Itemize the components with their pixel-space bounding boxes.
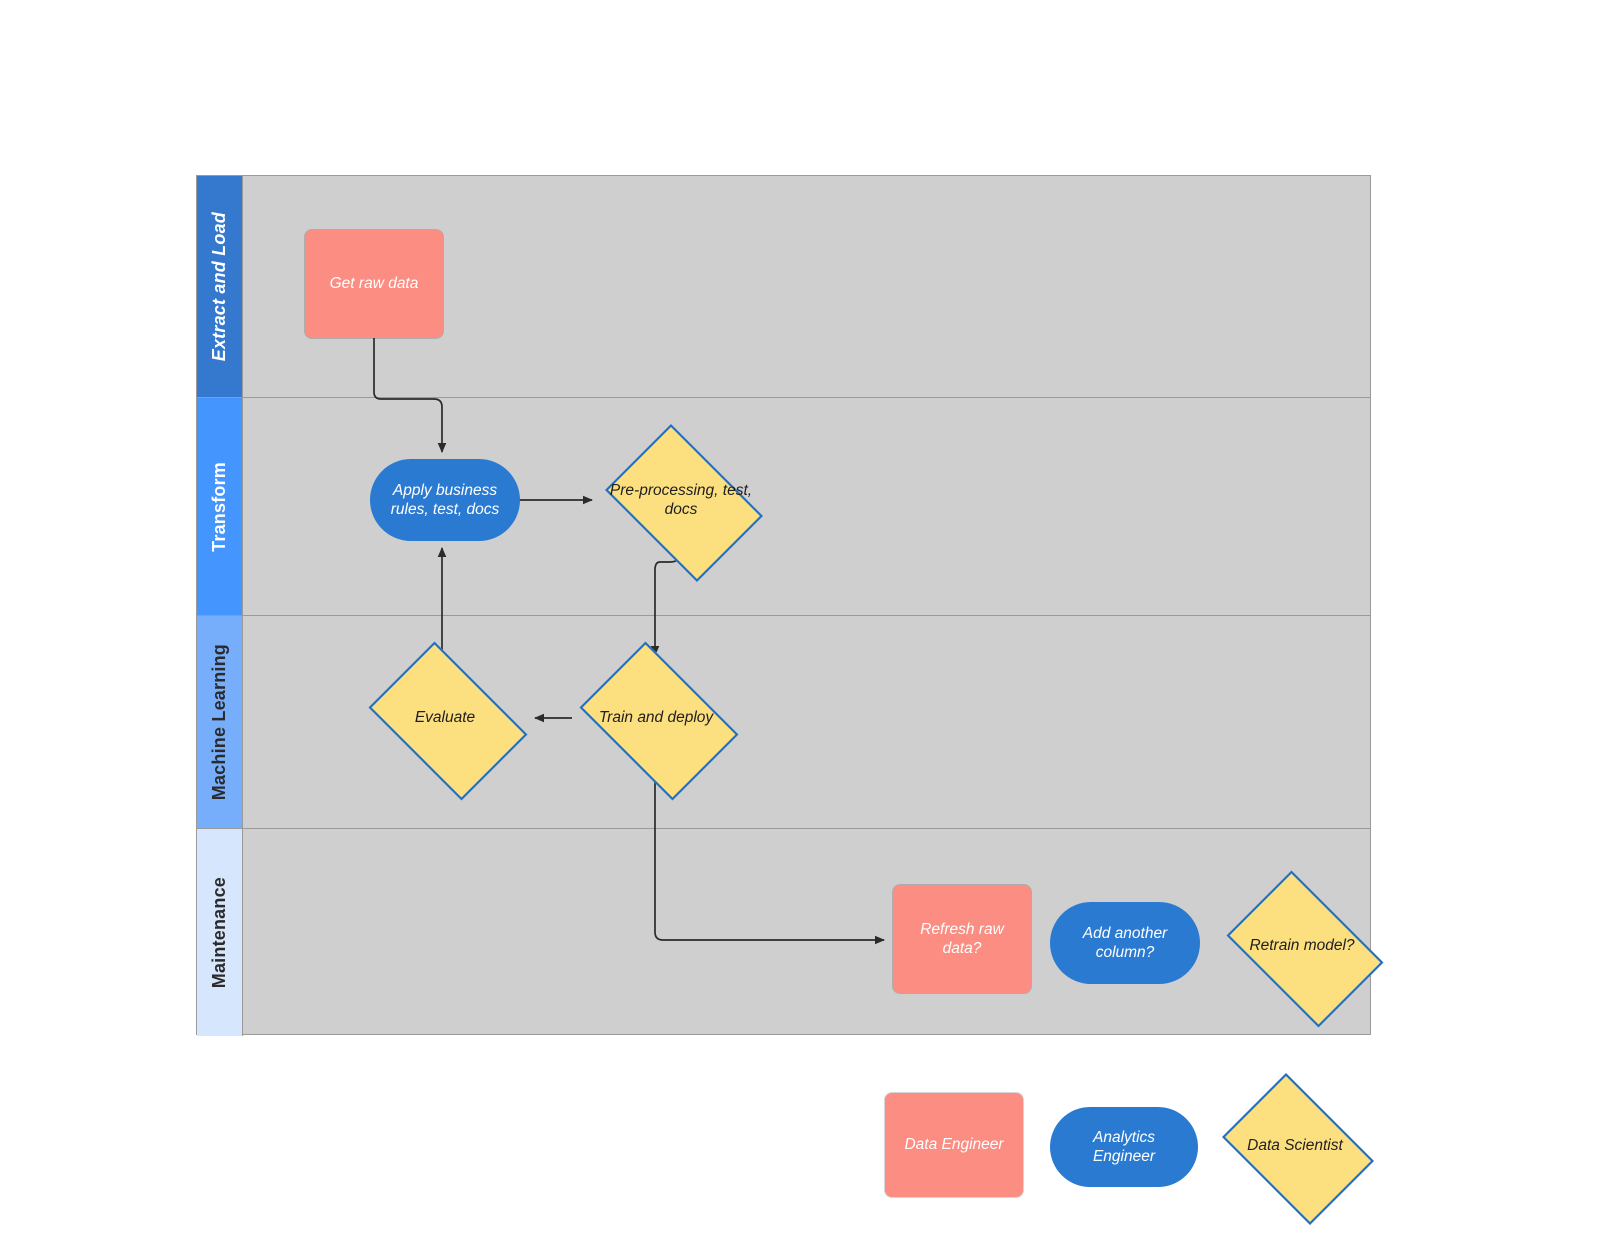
lane-header-maintenance[interactable]: Maintenance [197,829,243,1036]
node-label-get-raw-data: Get raw data [329,275,419,293]
node-refresh-raw-data[interactable]: Refresh raw data? [893,885,1031,993]
node-retrain-model[interactable]: Retrain model? [1213,870,1391,1028]
lane-label-extract-and-load: Extract and Load [209,211,229,362]
node-apply-rules[interactable]: Apply business rules, test, docs [370,459,520,541]
lane-label-maintenance: Maintenance [209,876,229,989]
legend: Data Engineer Analytics Engineer Data Sc… [880,1073,1380,1225]
node-label-apply-rules: Apply business rules, test, docs [390,481,500,518]
node-label-add-another-column: Add another column? [1082,924,1168,961]
lane-header-machine-learning[interactable]: Machine Learning [197,616,243,828]
lane-header-extract-and-load[interactable]: Extract and Load [197,176,243,397]
lane-label-machine-learning: Machine Learning [209,643,229,801]
node-label-refresh-raw-data: Refresh raw data? [920,920,1004,957]
node-get-raw-data[interactable]: Get raw data [305,230,443,338]
lane-transform: Transform [197,398,1370,616]
legend-label-data-scientist: Data Scientist [1247,1137,1343,1155]
node-train-and-deploy[interactable]: Train and deploy [566,641,746,801]
node-label-evaluate: Evaluate [414,709,476,727]
node-label-retrain-model: Retrain model? [1249,937,1355,955]
lane-header-transform[interactable]: Transform [197,398,243,615]
lane-label-transform: Transform [209,461,229,552]
node-add-another-column[interactable]: Add another column? [1050,902,1200,984]
lane-maintenance: Maintenance [197,829,1370,1036]
lane-extract-and-load: Extract and Load [197,176,1370,398]
legend-item-data-engineer[interactable]: Data Engineer [885,1093,1023,1197]
legend-item-analytics-engineer[interactable]: Analytics Engineer [1050,1107,1198,1187]
lane-body-maintenance [243,829,1370,1036]
legend-label-data-engineer: Data Engineer [904,1136,1004,1154]
node-label-train-and-deploy: Train and deploy [598,709,714,727]
node-label-pre-processing: Pre-processing, test, docs [609,481,753,518]
node-pre-processing[interactable]: Pre-processing, test, docs [592,424,770,582]
node-evaluate[interactable]: Evaluate [355,641,535,801]
legend-label-analytics-engineer: Analytics Engineer [1092,1128,1156,1165]
legend-item-data-scientist[interactable]: Data Scientist [1210,1073,1380,1225]
